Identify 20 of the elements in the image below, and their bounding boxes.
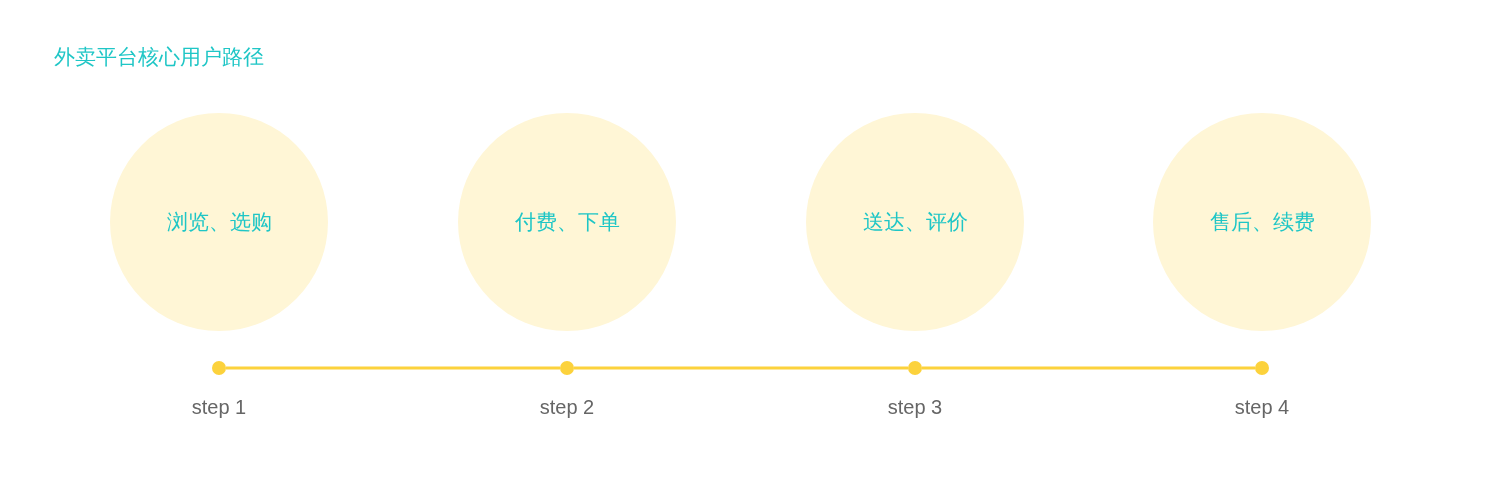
stage-label: 浏览、选购 — [165, 209, 273, 235]
step-label: step 3 — [887, 395, 943, 419]
step-label: step 2 — [539, 395, 595, 419]
timeline-line — [922, 366, 1255, 370]
diagram-title: 外卖平台核心用户路径 — [54, 44, 264, 70]
stage-label: 付费、下单 — [513, 209, 621, 235]
timeline-dot — [1255, 361, 1269, 375]
timeline-dot — [560, 361, 574, 375]
stage-circle — [458, 113, 676, 331]
stage-circle — [1153, 113, 1371, 331]
stage-label: 售后、续费 — [1208, 209, 1316, 235]
timeline-line — [226, 366, 560, 370]
timeline-line — [574, 366, 908, 370]
stage-circle — [110, 113, 328, 331]
step-label: step 4 — [1234, 395, 1290, 419]
stage-label: 送达、评价 — [861, 209, 969, 235]
timeline-dot — [212, 361, 226, 375]
step-label: step 1 — [191, 395, 247, 419]
stage-circle — [806, 113, 1024, 331]
timeline-dot — [908, 361, 922, 375]
